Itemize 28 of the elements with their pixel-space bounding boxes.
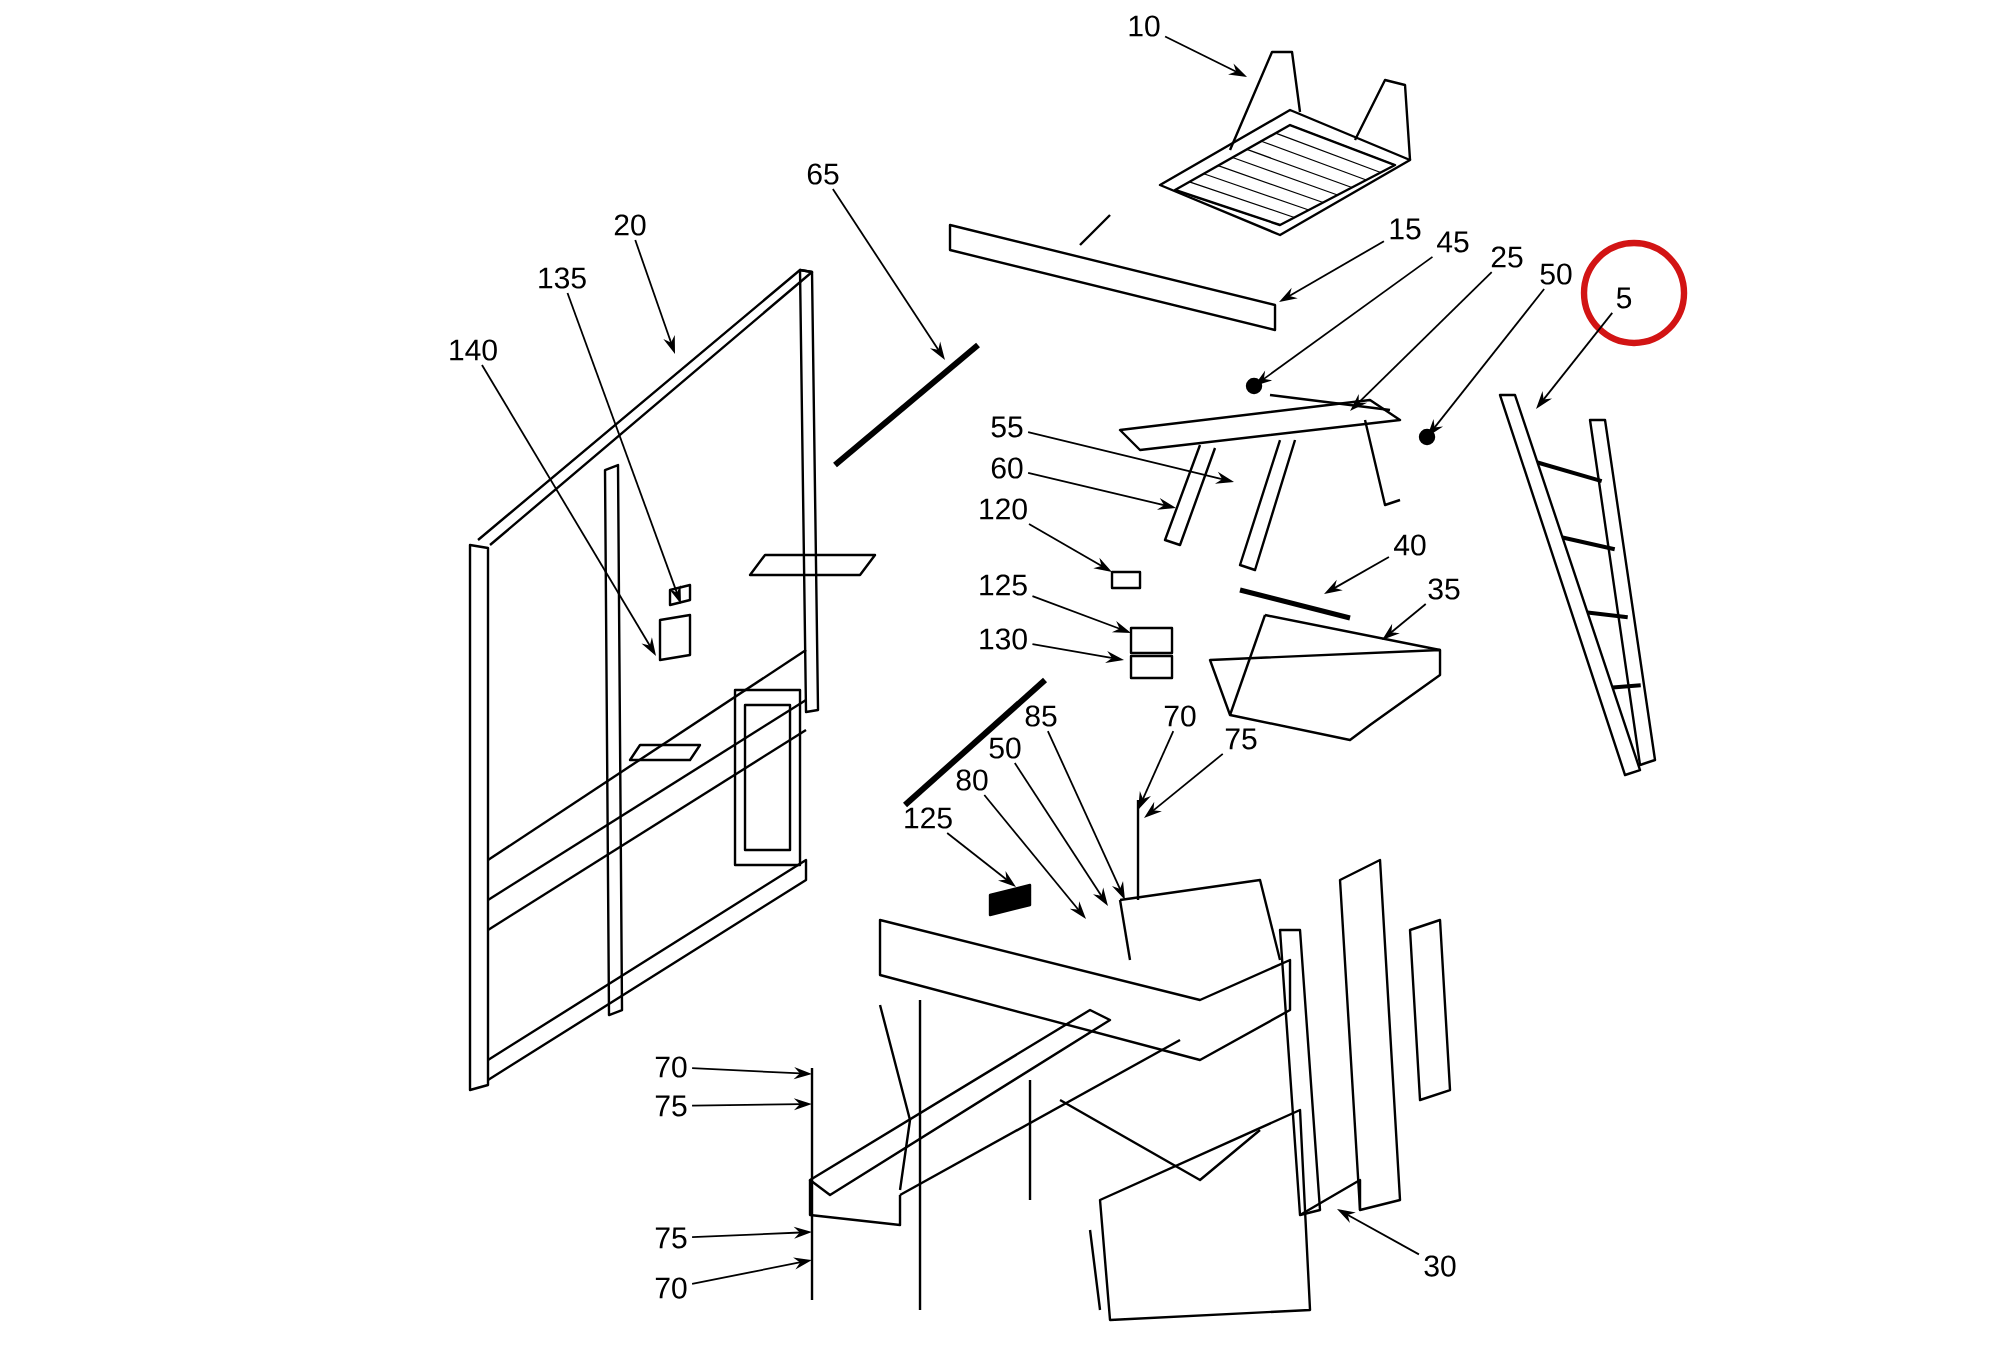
callout-number: 35 <box>1428 578 1460 600</box>
callout-number: 120 <box>980 498 1027 520</box>
callout-number: 130 <box>980 628 1027 650</box>
callout-number: 85 <box>1025 705 1057 727</box>
callout-number: 70 <box>1164 705 1196 727</box>
callout-number: 45 <box>1437 231 1469 253</box>
callout-number: 60 <box>991 457 1023 479</box>
callout-number: 15 <box>1390 218 1421 240</box>
callout-number: 140 <box>450 339 497 361</box>
callout-number: 75 <box>1225 728 1257 750</box>
callout-number: 70 <box>655 1277 687 1299</box>
callout-number: 75 <box>655 1227 687 1249</box>
callout-number: 30 <box>1424 1255 1456 1277</box>
callout-number: 65 <box>807 163 839 185</box>
callout-number: 70 <box>655 1056 687 1078</box>
callout-number: 5 <box>1616 287 1632 309</box>
callout-number: 80 <box>956 769 988 791</box>
callout-number: 10 <box>1129 15 1160 37</box>
callout-number: 135 <box>539 267 586 289</box>
callout-number: 50 <box>1540 263 1572 285</box>
callout-number: 20 <box>614 214 646 236</box>
callout-number: 25 <box>1491 246 1523 268</box>
callout-number: 40 <box>1394 534 1426 556</box>
callout-number: 55 <box>991 416 1023 438</box>
callout-number: 125 <box>980 574 1027 596</box>
callout-number: 125 <box>905 807 952 829</box>
callout-number: 50 <box>989 737 1021 759</box>
callout-number: 75 <box>655 1095 687 1117</box>
